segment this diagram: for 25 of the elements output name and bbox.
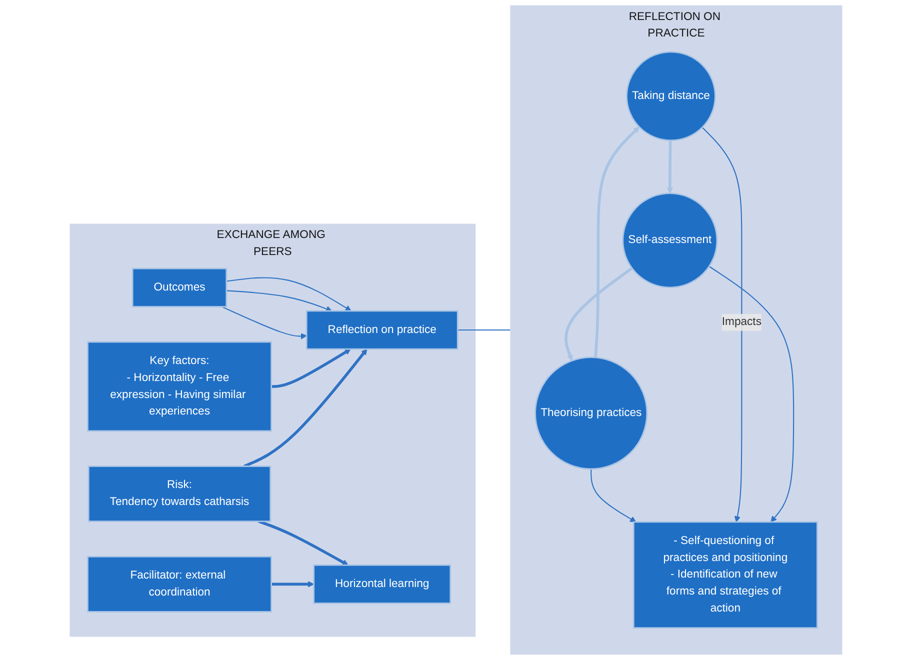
- edge-label: Impacts: [722, 316, 762, 328]
- arrow: [226, 277, 352, 312]
- arrow: [708, 266, 794, 522]
- arrow: [590, 469, 636, 522]
- arrow: [244, 348, 368, 468]
- node-box: Facilitator: external coordination: [87, 556, 272, 612]
- arrow: [226, 290, 332, 312]
- node-box: Horizontal learning: [313, 564, 452, 604]
- arrow: [271, 581, 314, 588]
- node-box: Risk: Tendency towards catharsis: [88, 466, 272, 522]
- node-circle: Theorising practices: [534, 356, 648, 470]
- arrow: [222, 306, 307, 340]
- node-box: - Self-questioning of practices and positioning - Identification of new forms and strategies of action: [632, 521, 818, 629]
- arrow: [666, 140, 674, 194]
- arrow: [564, 267, 633, 361]
- arrow: [594, 126, 640, 358]
- node-box: Key factors: - Horizontality - Free expression - Having similar experiences: [87, 341, 272, 432]
- arrow: [271, 348, 351, 388]
- arrow: [258, 520, 348, 566]
- connector: [458, 329, 511, 331]
- arrow: [702, 127, 742, 522]
- node-circle: Self-assessment: [622, 192, 718, 288]
- node-box: Reflection on practice: [306, 310, 458, 350]
- node-circle: Taking distance: [626, 51, 716, 142]
- node-box: Outcomes: [132, 268, 228, 308]
